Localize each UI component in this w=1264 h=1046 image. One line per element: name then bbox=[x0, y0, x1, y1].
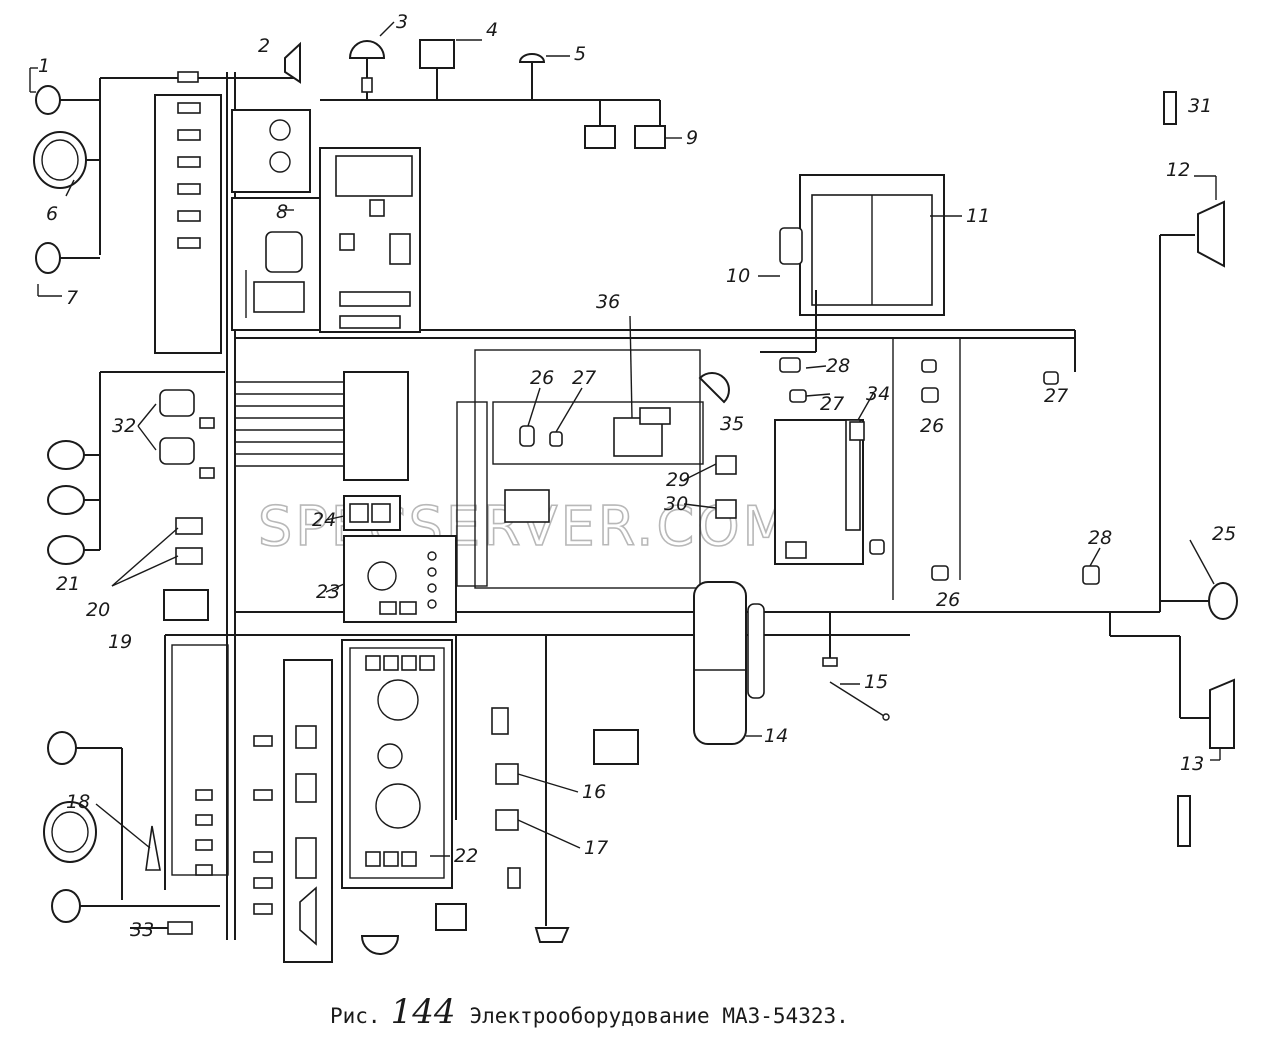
main-harness bbox=[99, 72, 1195, 940]
callout-2: 2 bbox=[258, 35, 270, 57]
callout-28b: 28 bbox=[1088, 527, 1112, 549]
callout-33: 33 bbox=[130, 919, 154, 941]
engine-area bbox=[456, 338, 961, 600]
callout-26a: 26 bbox=[530, 367, 554, 389]
callout-4: 4 bbox=[486, 19, 498, 41]
connector-block bbox=[235, 371, 409, 481]
callout-7: 7 bbox=[66, 287, 78, 309]
callout-23: 23 bbox=[316, 581, 340, 603]
callout-14: 14 bbox=[764, 725, 788, 747]
indicator-lamps-right bbox=[779, 357, 1100, 585]
rear-lamps-right bbox=[1109, 91, 1238, 847]
callout-9: 9 bbox=[686, 127, 698, 149]
callout-35: 35 bbox=[720, 413, 744, 435]
fuel-tank bbox=[693, 581, 890, 745]
callout-31: 31 bbox=[1188, 95, 1212, 117]
callout-18: 18 bbox=[66, 791, 90, 813]
callout-25: 25 bbox=[1212, 523, 1236, 545]
callout-30: 30 bbox=[664, 493, 688, 515]
callout-22: 22 bbox=[454, 845, 478, 867]
callout-20: 20 bbox=[86, 599, 110, 621]
callout-6: 6 bbox=[46, 203, 58, 225]
callout-26b: 26 bbox=[920, 415, 944, 437]
callout-27a: 27 bbox=[572, 367, 596, 389]
callout-11: 11 bbox=[966, 205, 990, 227]
fuse-panel bbox=[154, 94, 222, 354]
callout-27c: 27 bbox=[1044, 385, 1068, 407]
instrument-panel-lower bbox=[253, 635, 639, 963]
callout-36: 36 bbox=[596, 291, 620, 313]
instrument-panel-upper bbox=[343, 495, 457, 623]
headlamp-group-front bbox=[33, 71, 199, 274]
control-unit bbox=[319, 147, 421, 333]
callout-34: 34 bbox=[866, 383, 890, 405]
callout-32: 32 bbox=[112, 415, 136, 437]
callout-12: 12 bbox=[1166, 159, 1190, 181]
callout-labels: 1 2 3 4 5 6 7 8 9 10 11 12 13 14 15 16 1… bbox=[38, 11, 1236, 941]
callout-10: 10 bbox=[726, 265, 750, 287]
callout-17: 17 bbox=[584, 837, 608, 859]
caption-prefix: Рис. bbox=[330, 1004, 381, 1028]
caption-figure-number: 144 bbox=[390, 992, 456, 1032]
callout-13: 13 bbox=[1180, 753, 1204, 775]
figure-caption: Рис. 144 Электрооборудование МАЗ-54323. bbox=[330, 992, 849, 1032]
callout-1: 1 bbox=[38, 55, 50, 77]
callout-21: 21 bbox=[56, 573, 80, 595]
callout-3: 3 bbox=[396, 11, 408, 33]
battery-box bbox=[760, 174, 945, 353]
top-components bbox=[284, 39, 666, 149]
left-lamps bbox=[47, 389, 215, 621]
callout-19: 19 bbox=[108, 631, 132, 653]
wiper-motor bbox=[245, 231, 305, 318]
callout-24: 24 bbox=[312, 509, 336, 531]
caption-title: Электрооборудование МАЗ-54323. bbox=[469, 1004, 849, 1028]
lower-left-group bbox=[43, 644, 229, 935]
callout-28a: 28 bbox=[826, 355, 850, 377]
callout-16: 16 bbox=[582, 781, 606, 803]
callout-27b: 27 bbox=[820, 393, 844, 415]
leader-lines bbox=[29, 21, 1221, 857]
callout-15: 15 bbox=[864, 671, 888, 693]
callout-26c: 26 bbox=[936, 589, 960, 611]
callout-5: 5 bbox=[574, 43, 586, 65]
callout-8: 8 bbox=[276, 201, 288, 223]
callout-29: 29 bbox=[666, 469, 690, 491]
